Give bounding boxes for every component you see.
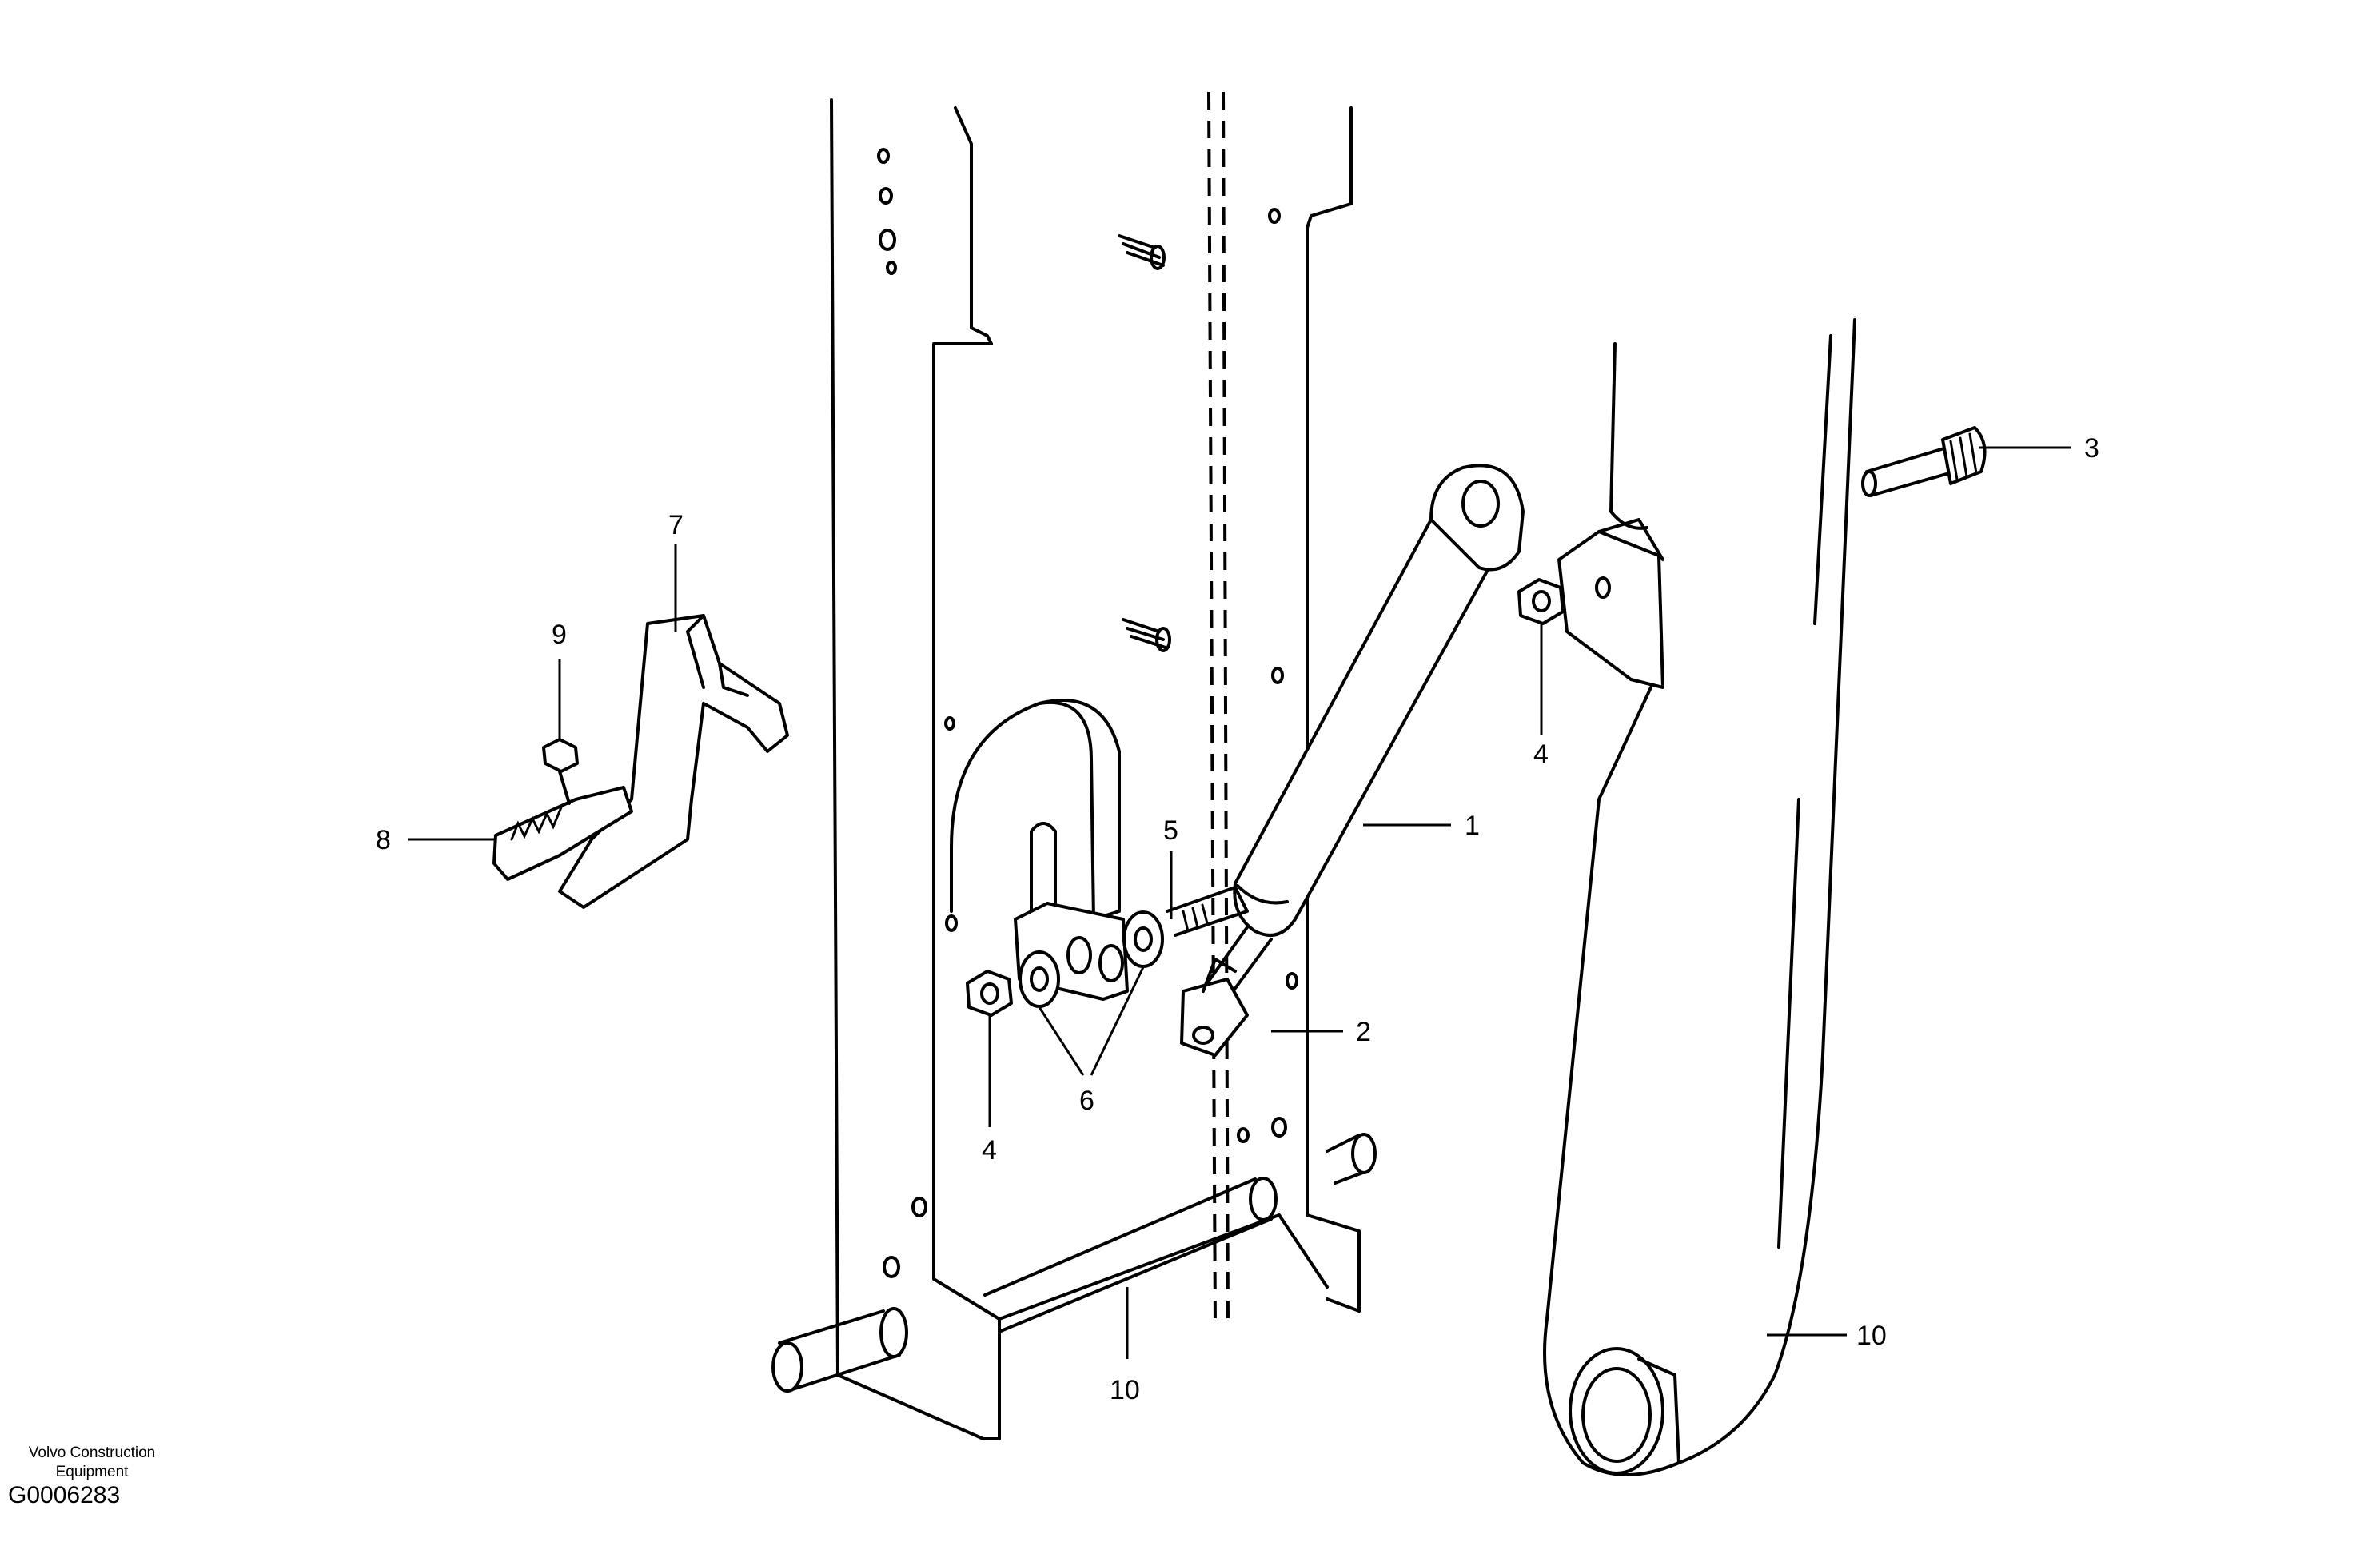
credit-line-2: Equipment (55, 1464, 129, 1480)
clevis-block-and-washers-6 (1014, 902, 1164, 1008)
callout-7: 7 (668, 510, 684, 540)
screw-9 (542, 738, 579, 805)
gas-spring-1 (1180, 464, 1525, 1057)
shoulder-bolt-3 (1861, 426, 1987, 497)
manufacturer-credit: Volvo Construction Equipment (8, 1444, 176, 1482)
callout-6: 6 (1079, 1086, 1094, 1116)
callout-labels: 1 2 3 4 4 5 6 7 8 9 10 10 (376, 433, 2099, 1405)
nut-4-right (1517, 578, 1565, 625)
lock-bracket-plate (950, 699, 1121, 925)
callout-4-right: 4 (1533, 739, 1549, 770)
credit-line-1: Volvo Construction (28, 1444, 156, 1461)
callout-8: 8 (376, 825, 391, 855)
callout-9: 9 (552, 620, 567, 650)
serrated-plate-8 (492, 786, 633, 881)
figure-code: G0006283 (8, 1482, 121, 1508)
nut-4-left (966, 970, 1013, 1017)
mast-frame (830, 91, 1361, 1440)
callout-10-right: 10 (1856, 1321, 1887, 1351)
leader-lines (408, 446, 2071, 1359)
pivot-shaft-10-left (771, 1133, 1377, 1393)
callout-2: 2 (1356, 1017, 1371, 1047)
callout-1: 1 (1465, 811, 1480, 841)
swing-arm-10 (1543, 318, 1856, 1476)
callout-10-left: 10 (1110, 1375, 1140, 1405)
callout-4-left: 4 (982, 1135, 997, 1166)
lever-7 (558, 614, 789, 909)
pin-5 (1166, 886, 1249, 937)
callout-3: 3 (2084, 433, 2099, 464)
callout-5: 5 (1163, 815, 1178, 846)
